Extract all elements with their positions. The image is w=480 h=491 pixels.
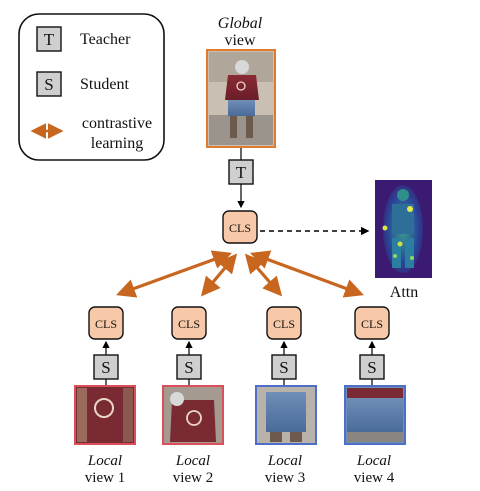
contrastive-arrow-4 (249, 250, 365, 298)
local-1-view: view 1 (85, 470, 125, 486)
local-2-cls-text: CLS (178, 317, 200, 331)
global-cls-text: CLS (229, 221, 251, 235)
local-3-badge-text: S (279, 358, 288, 377)
local-2-badge-text: S (184, 358, 193, 377)
attention-map-image (375, 180, 432, 278)
local-4-image (344, 385, 406, 445)
local-2-image (162, 385, 224, 445)
teacher-badge-text: T (44, 30, 55, 49)
local-view-2: CLS S Local view 2 (162, 306, 224, 486)
local-3-title: Local (267, 453, 302, 469)
local-2-view: view 2 (173, 470, 213, 486)
global-subtitle: view (224, 32, 256, 49)
local-4-title: Local (356, 453, 391, 469)
legend-teacher: T Teacher (36, 26, 131, 52)
contrastive-arrow-1 (115, 250, 233, 298)
local-2-title: Local (175, 453, 210, 469)
attn-label: Attn (390, 284, 418, 301)
local-3-view: view 3 (265, 470, 305, 486)
local-view-1: CLS S Local view 1 (74, 306, 136, 486)
local-4-view: view 4 (354, 470, 395, 486)
local-1-cls-text: CLS (95, 317, 117, 331)
student-label: Student (80, 76, 129, 93)
contrastive-arrow-2 (200, 253, 238, 297)
legend-box: T Teacher S Student contrastive learning (18, 13, 165, 161)
global-cls-token: CLS (222, 210, 258, 244)
legend-contrastive: contrastive learning (30, 115, 152, 152)
student-badge-text: S (44, 75, 53, 94)
teacher-label: Teacher (80, 31, 131, 48)
contrastive-label-1: contrastive (82, 115, 152, 132)
local-3-image (255, 385, 317, 445)
local-1-image (74, 385, 136, 445)
local-1-title: Local (87, 453, 122, 469)
local-4-badge-text: S (367, 358, 376, 377)
global-teacher-badge-text: T (236, 163, 247, 182)
local-view-4: CLS S Local view 4 (344, 306, 406, 486)
legend-student: S Student (36, 71, 129, 97)
local-4-cls-text: CLS (361, 317, 383, 331)
global-view-image (206, 49, 276, 148)
contrastive-arrows (115, 250, 365, 298)
local-3-cls-text: CLS (273, 317, 295, 331)
local-1-badge-text: S (101, 358, 110, 377)
global-title: Global (218, 15, 263, 32)
global-teacher-badge: T (228, 159, 254, 185)
contrastive-label-2: learning (91, 135, 143, 152)
local-view-3: CLS S Local view 3 (255, 306, 317, 486)
